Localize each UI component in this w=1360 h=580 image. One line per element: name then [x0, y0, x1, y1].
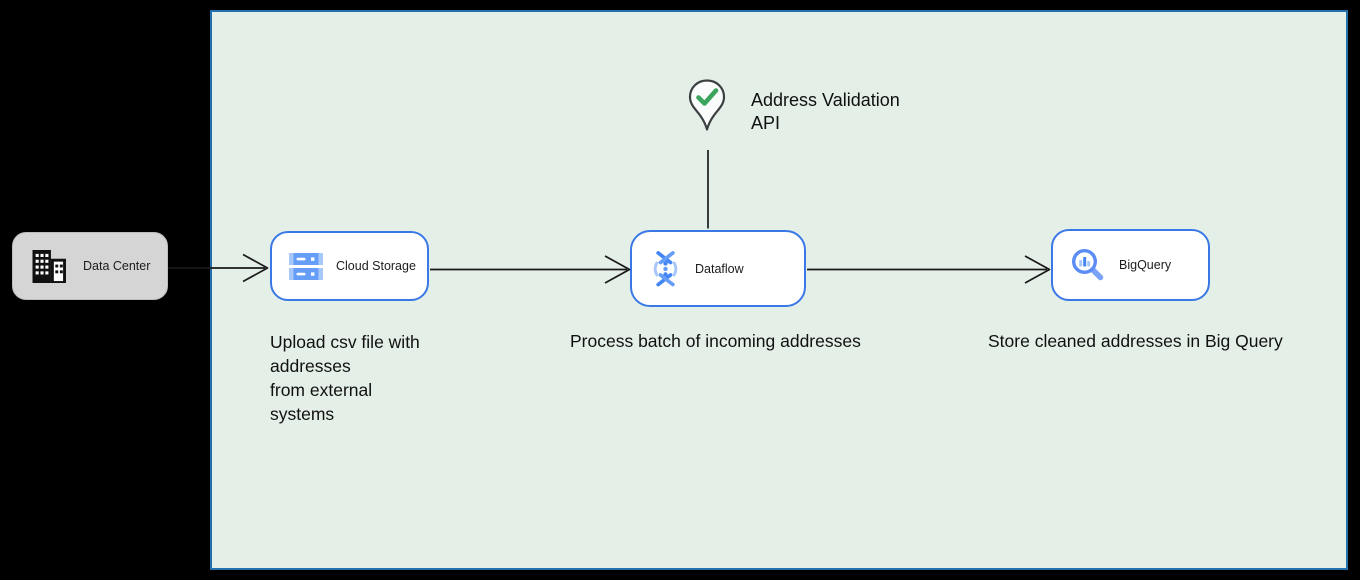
cloud-storage-label: Cloud Storage [336, 259, 416, 273]
bigquery-icon [1071, 248, 1104, 281]
node-bigquery: BigQuery [1051, 229, 1210, 301]
node-data-center: Data Center [12, 232, 168, 300]
caption-process-batch: Process batch of incoming addresses [570, 331, 861, 351]
building-icon [32, 249, 66, 283]
caption-upload-csv: Upload csv file with addresses from exte… [270, 332, 420, 424]
cloud-storage-icon [289, 252, 323, 280]
caption-store-cleaned: Store cleaned addresses in Big Query [988, 331, 1283, 351]
dataflow-icon [653, 251, 678, 287]
data-center-label: Data Center [83, 259, 151, 273]
location-pin-check-icon [688, 79, 726, 131]
dataflow-label: Dataflow [695, 261, 744, 276]
node-cloud-storage: Cloud Storage [270, 231, 429, 301]
address-validation-api-label: Address Validation API [751, 90, 900, 133]
bigquery-label: BigQuery [1119, 258, 1172, 272]
node-dataflow: Dataflow [630, 230, 806, 307]
